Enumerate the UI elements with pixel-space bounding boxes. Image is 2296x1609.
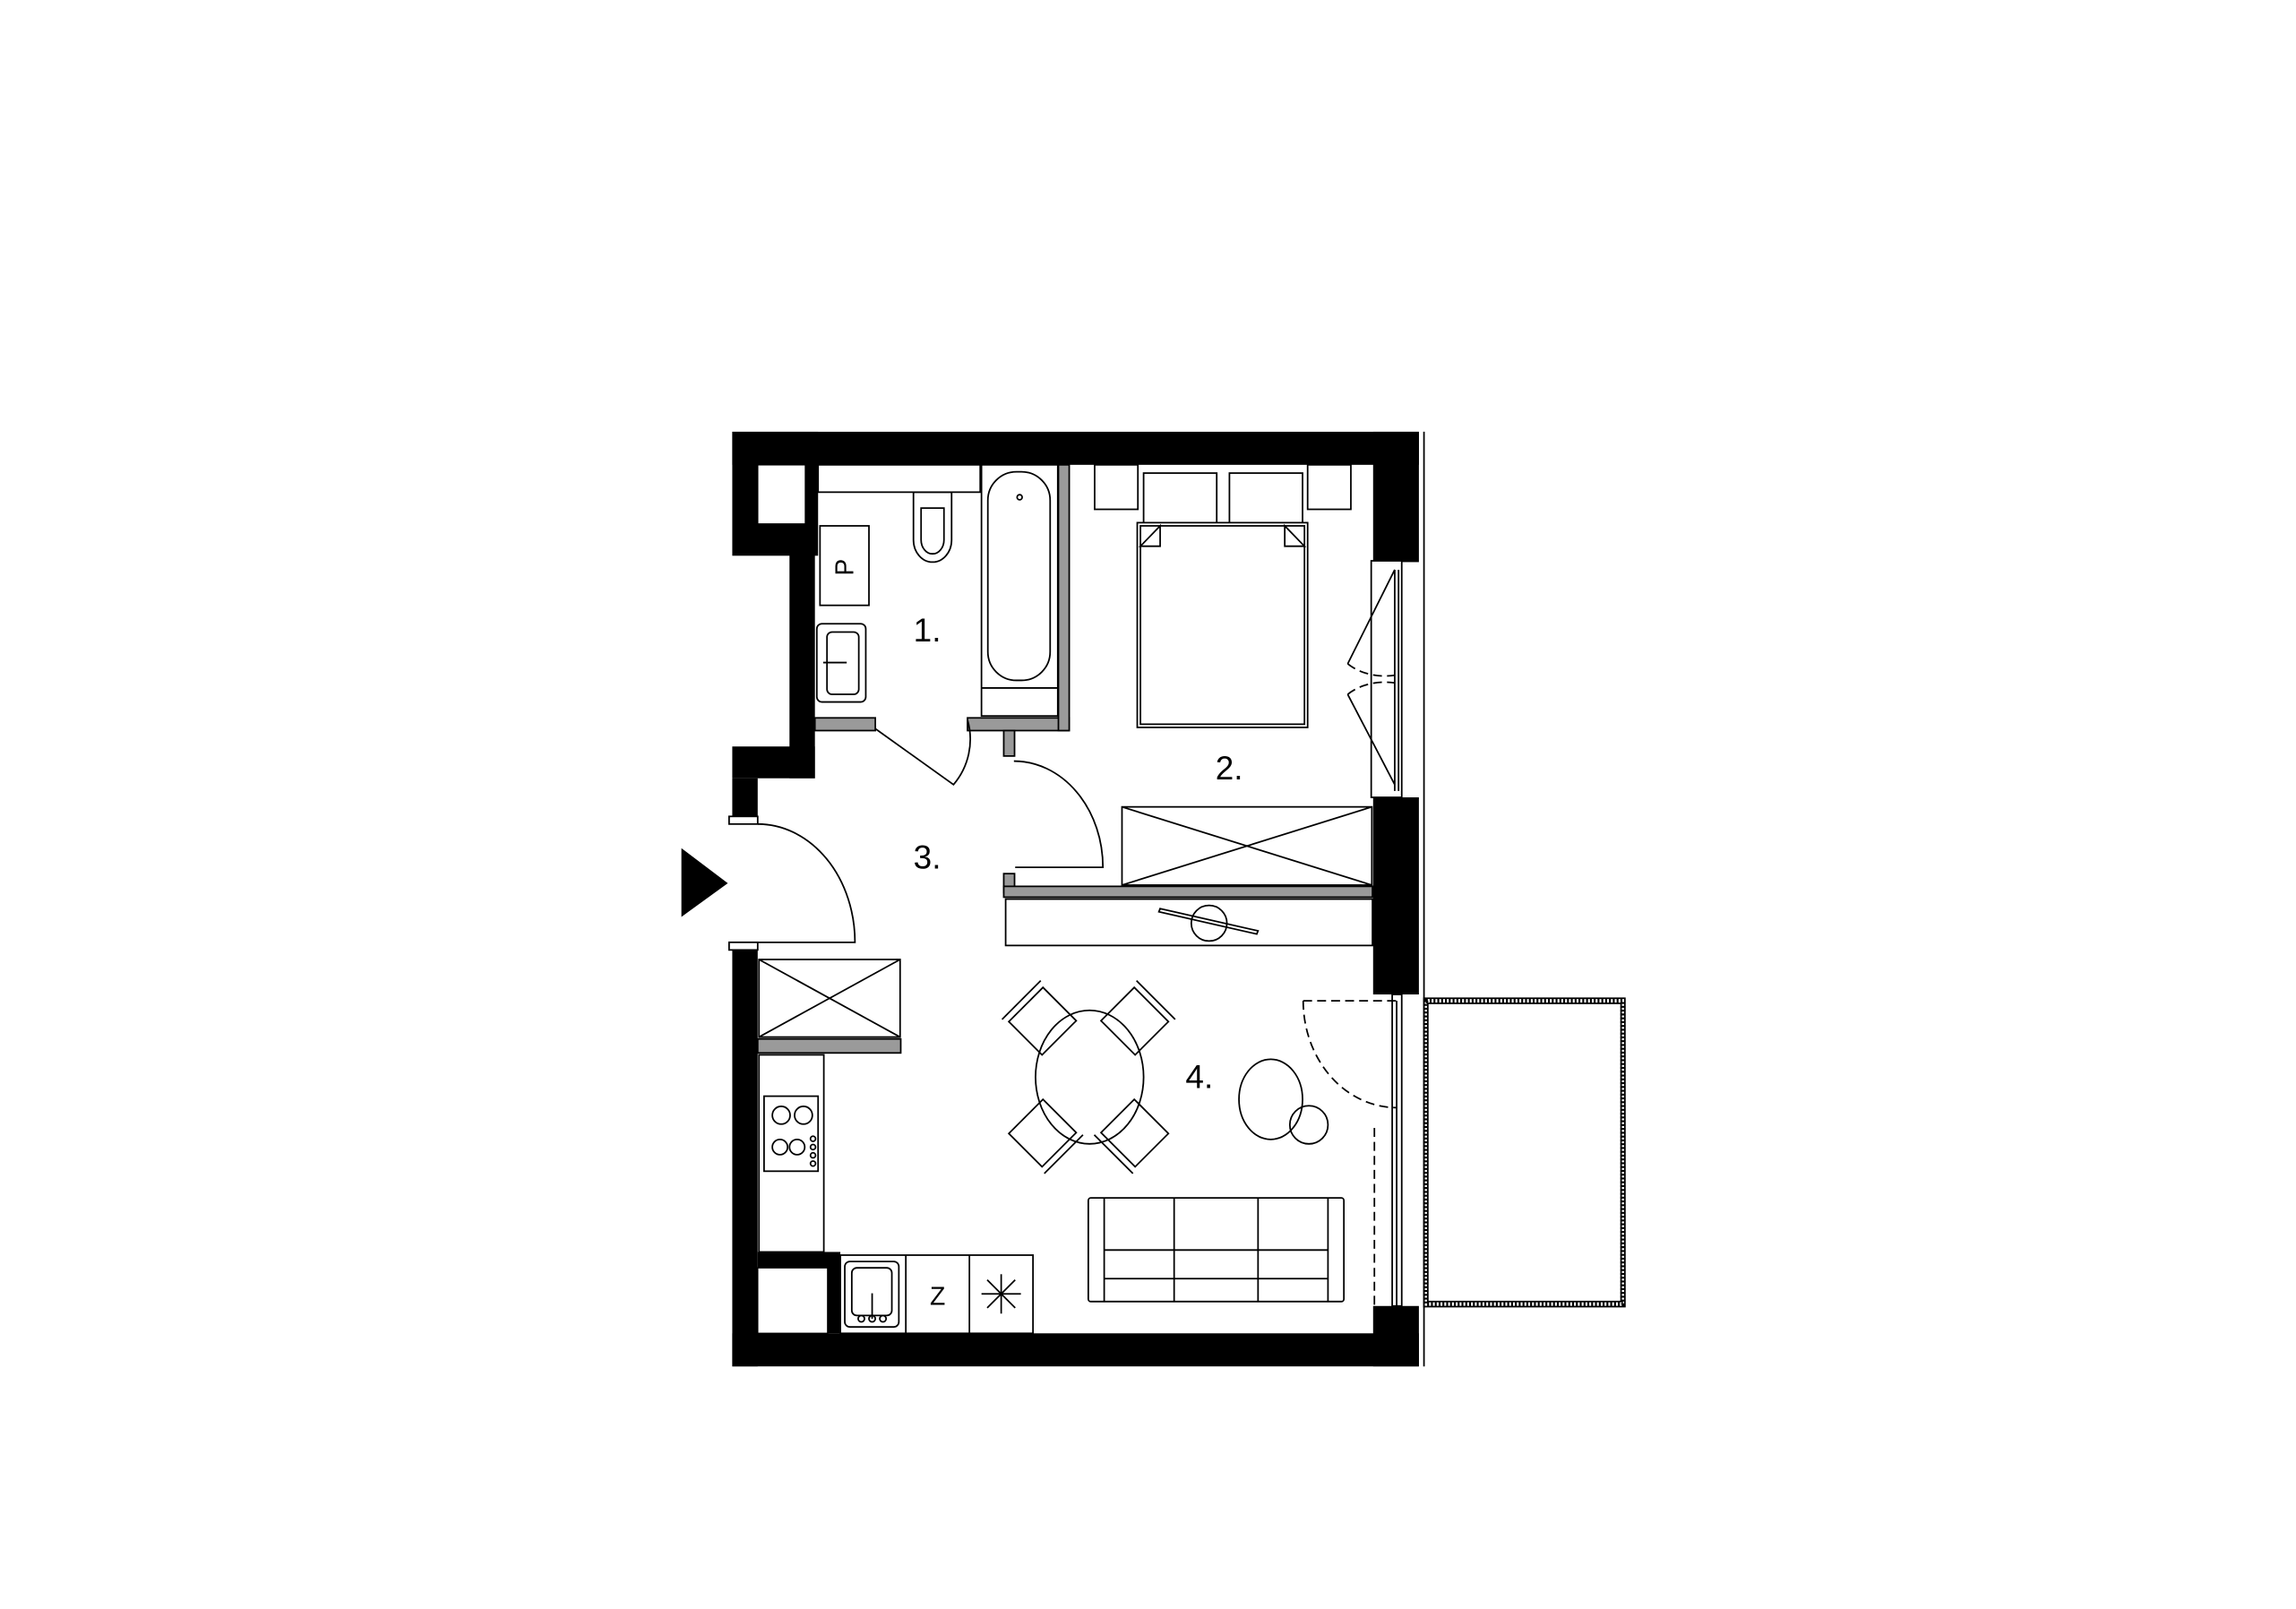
dining-table: [1001, 980, 1176, 1174]
kitchen-counter: Z: [758, 1054, 1034, 1335]
living-room: Z: [758, 898, 1403, 1335]
bathroom: P 1.: [815, 463, 1059, 787]
wardrobe-bedroom: [1121, 805, 1373, 886]
washbasin: [815, 623, 867, 703]
bedroom-window[interactable]: [1346, 560, 1403, 798]
partition-walls: [756, 463, 1373, 1054]
asterisk-icon: [981, 1274, 1021, 1314]
double-bed: [1136, 472, 1309, 728]
fridge-label: Z: [930, 1282, 945, 1311]
washing-machine: P: [819, 525, 870, 607]
shaft-bottom: [757, 1267, 829, 1335]
hob: [763, 1095, 820, 1173]
sofa: [1087, 1197, 1346, 1303]
balcony-door[interactable]: [1302, 994, 1403, 1307]
bathtub: [980, 463, 1059, 718]
room-label-3: 3.: [914, 839, 942, 876]
room-label-1: 1.: [914, 612, 942, 649]
entrance-door[interactable]: [727, 815, 856, 951]
hall: 3.: [914, 839, 942, 876]
wardrobe-hall: [758, 959, 901, 1038]
shelf: [1004, 898, 1373, 947]
entrance-arrow-icon: [681, 848, 728, 917]
shaft-top: [757, 464, 806, 525]
bathroom-door[interactable]: [874, 719, 971, 787]
armchair-round: [1238, 1058, 1329, 1145]
kitchen-sink: [844, 1261, 900, 1329]
room-label-2: 2.: [1216, 750, 1243, 787]
toilet: [912, 491, 953, 564]
balcony: [1423, 997, 1626, 1308]
bedroom: 2.: [1013, 463, 1403, 886]
washing-machine-label: P: [830, 559, 859, 576]
room-label-4: 4.: [1185, 1058, 1213, 1095]
bedroom-door[interactable]: [1013, 760, 1105, 868]
